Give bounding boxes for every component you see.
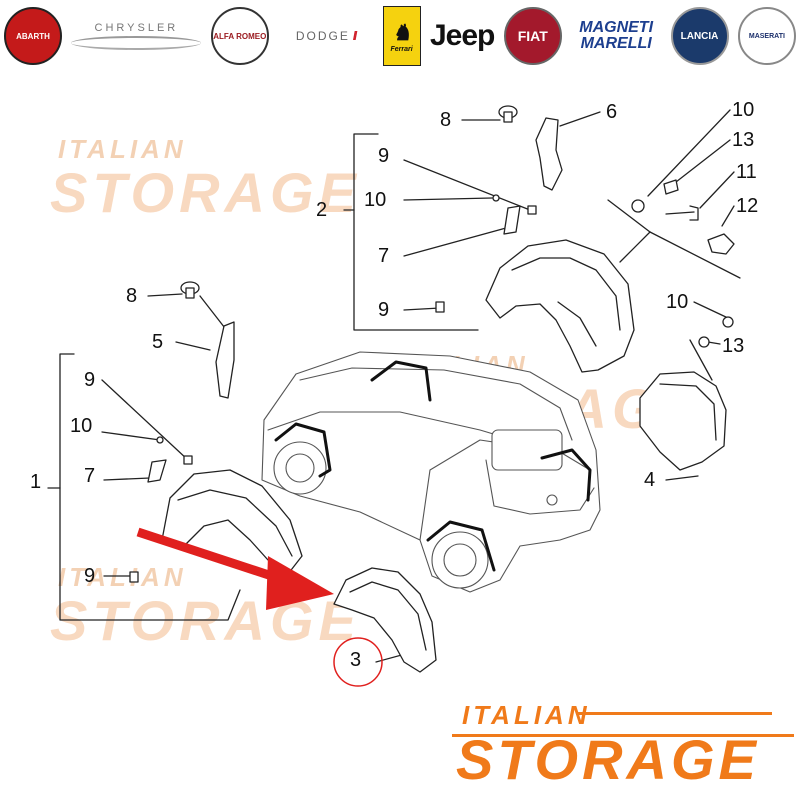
chrysler-logo: CHRYSLER bbox=[71, 4, 202, 68]
callout-7-group2: 7 bbox=[378, 245, 390, 267]
part-5-bracket bbox=[215, 321, 235, 399]
watermark-italian-3: ITALIAN bbox=[58, 562, 187, 592]
callout-12: 12 bbox=[736, 195, 759, 217]
part-4-right-liner bbox=[639, 371, 727, 471]
alfa-romeo-logo-text: ALFA ROMEO bbox=[213, 31, 267, 41]
callout-7-group1: 7 bbox=[84, 465, 96, 487]
callout-5: 5 bbox=[152, 331, 164, 353]
fiat-logo: FIAT bbox=[503, 7, 562, 65]
wheel-arch-liner-diagram bbox=[47, 105, 741, 687]
group-2-bracket bbox=[353, 133, 479, 331]
highlight-circle bbox=[333, 637, 383, 687]
callout-6: 6 bbox=[606, 101, 618, 123]
part-6-bracket bbox=[535, 117, 563, 191]
jeep-logo: Jeep bbox=[429, 4, 495, 68]
magneti-marelli-logo: MAGNETI MARELLI bbox=[571, 4, 661, 68]
callout-8-top: 8 bbox=[440, 109, 452, 131]
part-9-clip-lower bbox=[435, 301, 445, 313]
part-13-nut-right bbox=[698, 336, 710, 348]
magneti-marelli-logo-text: MAGNETI MARELLI bbox=[579, 19, 654, 52]
part-10-screw-right bbox=[722, 316, 734, 328]
callout-9-group2-bottom: 9 bbox=[378, 299, 390, 321]
watermark-italian-1: ITALIAN bbox=[58, 134, 187, 164]
logo-storage-text: STORAGE bbox=[456, 728, 760, 791]
callout-1: 1 bbox=[30, 471, 42, 493]
part-8-clip-left bbox=[180, 281, 200, 299]
part-9-clip-left-bottom bbox=[129, 571, 139, 583]
highlight-arrow bbox=[136, 527, 334, 610]
logo-italian-text: ITALIAN bbox=[462, 700, 591, 730]
part-11-screw bbox=[665, 205, 699, 221]
chrysler-logo-text: CHRYSLER bbox=[94, 22, 179, 34]
car-front-wheel bbox=[273, 441, 327, 495]
callout-13-top: 13 bbox=[732, 129, 755, 151]
fiat-logo-text: FIAT bbox=[517, 28, 548, 44]
dodge-logo: DODGE// bbox=[295, 29, 357, 43]
abarth-logo-text: ABARTH bbox=[16, 31, 50, 41]
callout-9-group2-top: 9 bbox=[378, 145, 390, 167]
part-10-screw-left bbox=[156, 436, 164, 444]
callout-3: 3 bbox=[350, 649, 362, 671]
logo-line-top bbox=[576, 712, 772, 715]
part-9-clip-left-top bbox=[183, 455, 193, 465]
part-13-screw bbox=[663, 179, 679, 195]
ferrari-logo: ♞Ferrari bbox=[382, 6, 421, 66]
dodge-logo-text: DODGE bbox=[295, 29, 350, 43]
maserati-logo: MASERATI bbox=[737, 7, 796, 65]
callout-10-right: 10 bbox=[666, 291, 689, 313]
part-3-front-liner bbox=[333, 567, 437, 673]
part-12-clip bbox=[707, 233, 735, 255]
abarth-logo: ABARTH bbox=[4, 7, 62, 65]
callout-8-left: 8 bbox=[126, 285, 138, 307]
part-8-clip-top bbox=[498, 105, 518, 123]
part-2-rear-liner bbox=[485, 239, 635, 373]
part-10-screw-top bbox=[492, 194, 500, 202]
callout-2: 2 bbox=[316, 199, 328, 221]
callout-10-group2: 10 bbox=[364, 189, 387, 211]
callout-10-group1: 10 bbox=[70, 415, 93, 437]
part-10-nut-top-right bbox=[631, 199, 645, 213]
callout-11: 11 bbox=[736, 161, 757, 183]
group-1-bracket bbox=[59, 353, 241, 621]
callout-13-right: 13 bbox=[722, 335, 745, 357]
callout-9-group1-top: 9 bbox=[84, 369, 96, 391]
lancia-logo-text: LANCIA bbox=[680, 30, 719, 42]
part-7-plate-left bbox=[147, 459, 167, 483]
maserati-logo-text: MASERATI bbox=[748, 32, 785, 40]
ferrari-logo-text: Ferrari bbox=[390, 45, 413, 53]
callout-9-group1-bottom: 9 bbox=[84, 565, 96, 587]
jeep-logo-text: Jeep bbox=[429, 19, 495, 52]
lancia-logo: LANCIA bbox=[670, 7, 729, 65]
logo-line-mid bbox=[452, 734, 794, 737]
car-rear-wheel bbox=[431, 531, 489, 589]
watermark-storage-1: STORAGE bbox=[50, 161, 361, 224]
callout-10-top: 10 bbox=[732, 99, 755, 121]
alfa-romeo-logo: ALFA ROMEO bbox=[210, 7, 269, 65]
callout-4: 4 bbox=[644, 469, 656, 491]
part-1-front-liner bbox=[161, 469, 303, 575]
part-9-clip-top bbox=[527, 205, 537, 215]
brand-logo-bar: ABARTH CHRYSLER ALFA ROMEO DODGE// ♞Ferr… bbox=[0, 0, 800, 72]
car-outline bbox=[261, 351, 601, 593]
part-7-plate-top bbox=[503, 205, 521, 235]
